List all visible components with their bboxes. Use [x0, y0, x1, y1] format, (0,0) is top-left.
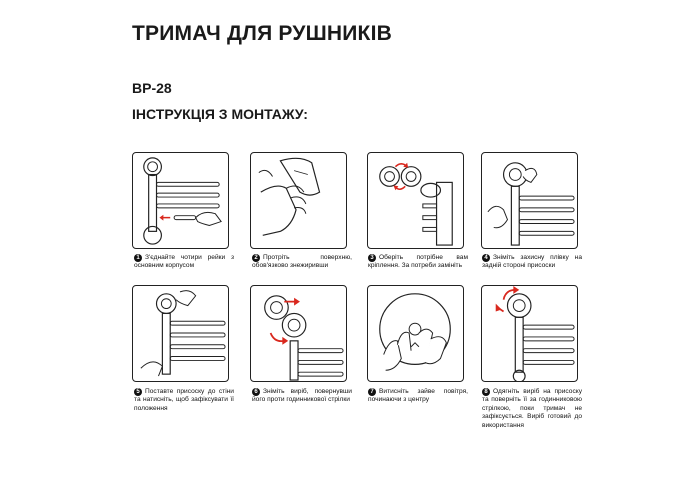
page-title: ТРИМАЧ ДЛЯ РУШНИКІВ: [132, 22, 392, 45]
step-7-illustration: [367, 285, 464, 382]
model-number: BP-28: [132, 80, 172, 96]
instructions-heading: ІНСТРУКЦІЯ З МОНТАЖУ:: [132, 106, 308, 122]
step-3-illustration: [367, 152, 464, 249]
step-2-illustration: [250, 152, 347, 249]
step-6-illustration: [250, 285, 347, 382]
step-1-illustration: [132, 152, 229, 249]
step-8-illustration: [481, 285, 578, 382]
step-5-illustration: [132, 285, 229, 382]
step-4-illustration: [481, 152, 578, 249]
